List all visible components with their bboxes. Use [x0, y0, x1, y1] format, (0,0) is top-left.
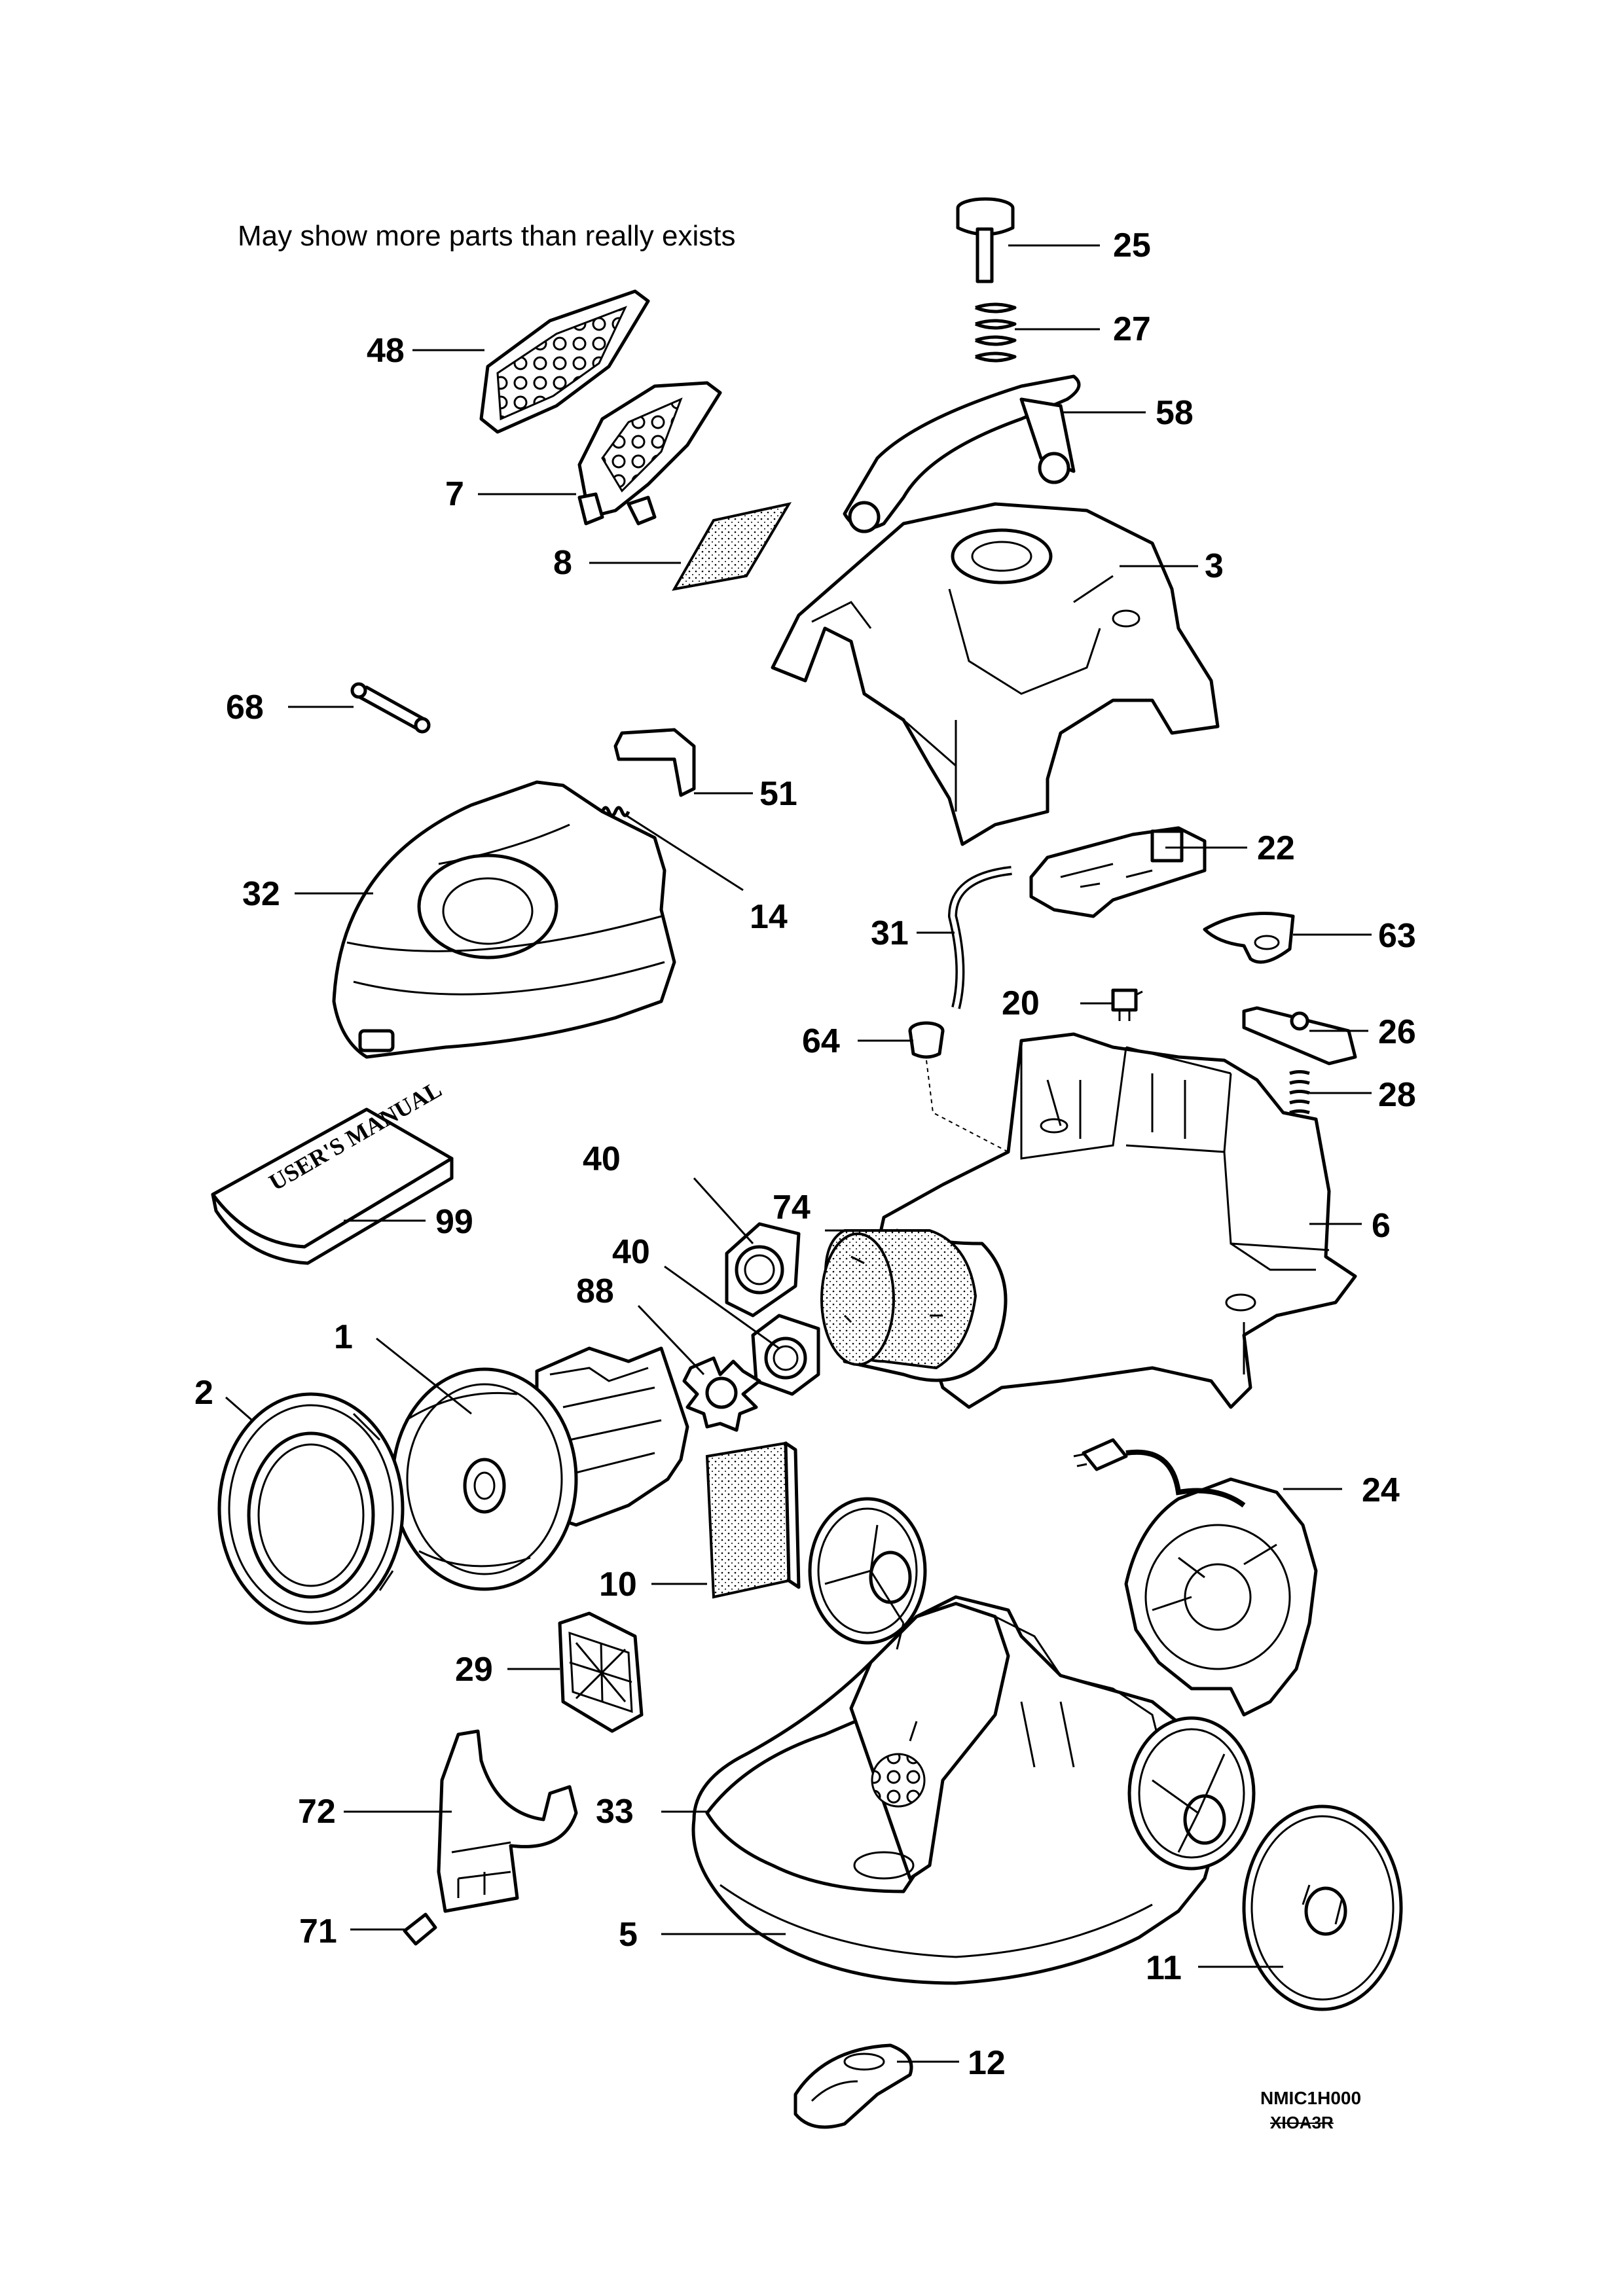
part-3-top-housing: 3	[771, 502, 1224, 846]
label-40-lower: 40	[612, 1233, 650, 1271]
label-14: 14	[750, 898, 788, 936]
label-20: 20	[1002, 984, 1040, 1022]
part-99-users-manual: USER'S MANUAL 99	[211, 1076, 473, 1265]
wheel-disc	[808, 1497, 927, 1645]
disclaimer-note: May show more parts than really exists	[238, 220, 736, 252]
diagram-code: NMIC1H000	[1260, 2088, 1362, 2108]
label-10: 10	[599, 1566, 637, 1604]
part-25-knob: 25	[956, 197, 1151, 283]
rear-wheel-small	[1127, 1716, 1256, 1871]
part-68-pin: 68	[226, 682, 431, 734]
part-58-handle: 58	[843, 374, 1194, 533]
label-74: 74	[773, 1189, 811, 1227]
part-40-filter-frame-upper: 40	[583, 1140, 801, 1318]
diagram-code-old: XIOA3R	[1270, 2113, 1334, 2132]
part-32-lid: 32	[242, 780, 676, 1059]
label-29: 29	[455, 1651, 493, 1689]
label-11: 11	[1146, 1949, 1182, 1987]
label-64: 64	[802, 1022, 840, 1060]
part-12-castor: 12	[793, 2043, 1006, 2129]
part-72-hose-holder: 72	[298, 1729, 578, 1913]
label-48: 48	[367, 332, 405, 370]
label-68: 68	[226, 689, 264, 726]
part-40-filter-frame-lower: 40	[612, 1233, 820, 1396]
label-1: 1	[334, 1318, 353, 1356]
label-5: 5	[619, 1916, 638, 1954]
part-71-tag: 71	[299, 1912, 437, 1950]
label-40-upper: 40	[583, 1140, 621, 1178]
part-14-spring: 14	[587, 806, 788, 936]
label-27: 27	[1113, 310, 1151, 348]
label-25: 25	[1113, 226, 1151, 264]
label-22: 22	[1257, 829, 1295, 867]
part-27-spring: 27	[975, 302, 1151, 363]
part-11-wheel: 11	[1146, 1804, 1403, 2011]
label-31: 31	[871, 914, 909, 952]
label-8: 8	[553, 544, 572, 582]
part-2-rear-ring: 2	[194, 1374, 405, 1625]
label-12: 12	[968, 2044, 1006, 2082]
part-1-motor: 1	[334, 1318, 689, 1591]
label-72: 72	[298, 1793, 336, 1831]
part-10-foam-filter: 10	[599, 1441, 801, 1604]
label-6: 6	[1372, 1207, 1391, 1245]
part-29-grille-filter: 29	[455, 1611, 644, 1733]
label-58: 58	[1156, 394, 1194, 432]
part-63-cap: 63	[1203, 912, 1416, 964]
label-32: 32	[242, 875, 280, 913]
label-51: 51	[759, 775, 797, 813]
part-28-spring: 28	[1289, 1070, 1416, 1124]
label-33: 33	[596, 1793, 634, 1831]
part-24-cord-reel: 24	[1073, 1438, 1400, 1717]
label-3: 3	[1205, 547, 1224, 585]
part-5-base: 33 5	[596, 1595, 1220, 1985]
label-24: 24	[1362, 1471, 1400, 1509]
part-26-lever: 26	[1242, 1006, 1416, 1066]
part-51-latch: 51	[613, 728, 797, 813]
label-71: 71	[299, 1912, 337, 1950]
label-88: 88	[576, 1272, 614, 1310]
part-7-filter-holder: 7	[445, 381, 722, 526]
part-88-star-gasket: 88	[576, 1272, 761, 1432]
label-7: 7	[445, 475, 464, 513]
label-99: 99	[435, 1203, 473, 1241]
part-74-filter-tube: 74	[773, 1189, 1008, 1382]
part-8-filter-pad: 8	[553, 502, 792, 591]
label-2: 2	[194, 1374, 213, 1412]
part-31-cable: 31	[871, 866, 1012, 1009]
label-63: 63	[1378, 917, 1416, 955]
part-20-switch: 20	[1002, 984, 1143, 1022]
part-22-pcb: 22	[1029, 826, 1295, 918]
part-64-button: 64	[802, 1021, 1009, 1153]
label-26: 26	[1378, 1013, 1416, 1051]
part-48-grille: 48	[367, 289, 650, 434]
label-28: 28	[1378, 1076, 1416, 1114]
